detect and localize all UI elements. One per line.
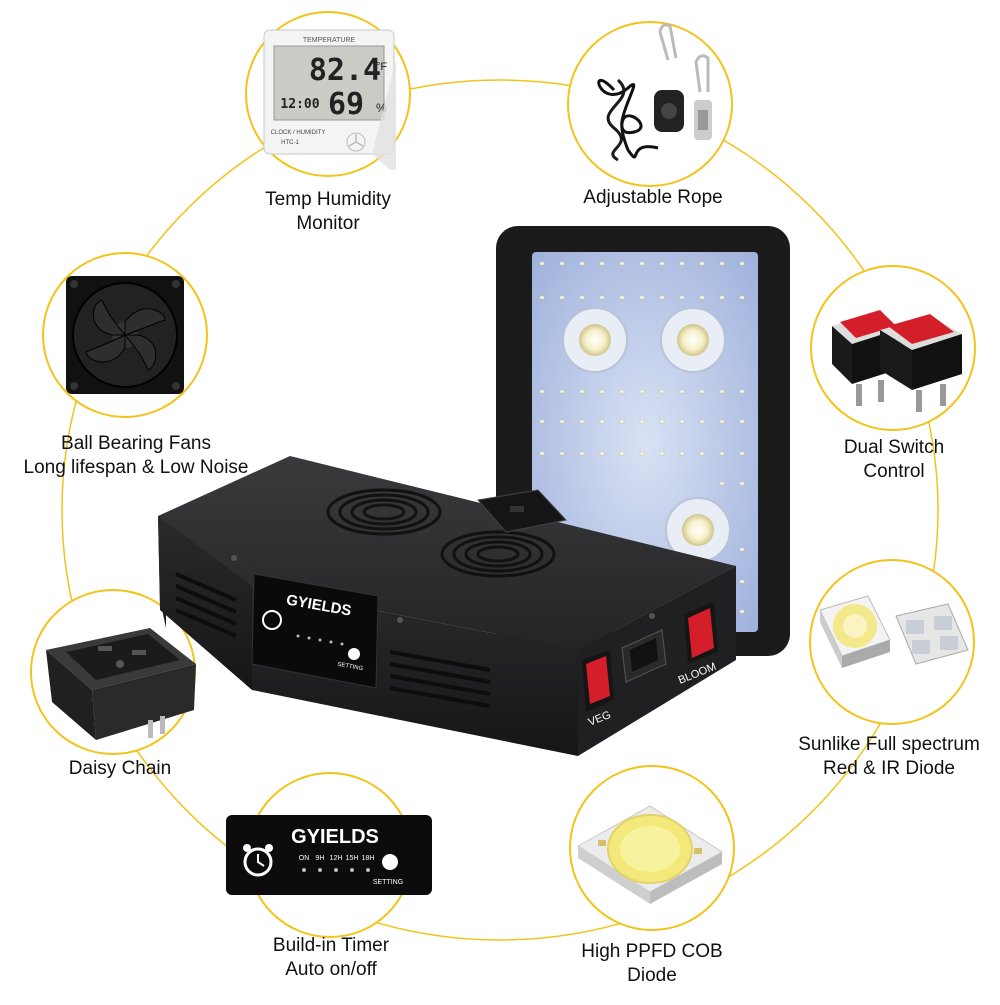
fan-grille-1	[326, 488, 442, 536]
red-switch-icon	[832, 310, 962, 412]
label-timer: Build-in Timer Auto on/off	[236, 934, 426, 982]
front-timer-panel: GYIELDS SETTING	[251, 573, 379, 689]
label-fans-line-1: Ball Bearing Fans	[61, 433, 211, 454]
label-cob-line-1: High PPFD COB	[581, 941, 723, 962]
timer-hour-labels: ON 9H 12H 15H 18H	[299, 855, 375, 862]
timer-hour-0: ON	[299, 855, 310, 862]
thermo-temperature-unit: °F	[376, 61, 387, 73]
cob-chip-top-left	[562, 307, 628, 373]
cob-led-icon	[577, 805, 723, 904]
front-vents	[389, 650, 491, 708]
label-spectrum-line-1: Sunlike Full spectrum	[798, 734, 980, 755]
power-inlet	[621, 629, 667, 683]
label-spectrum: Sunlike Full spectrum Red & IR Diode	[782, 733, 996, 781]
timer-setting-label: SETTING	[373, 879, 403, 886]
label-switch: Dual Switch Control	[806, 436, 982, 484]
label-cob-line-2: Diode	[627, 965, 677, 986]
label-rope: Adjustable Rope	[558, 186, 748, 210]
feature-circle-rope	[567, 21, 733, 187]
thermo-temperature: 82.4	[309, 53, 381, 88]
thermo-model: HTC-1	[281, 140, 299, 146]
label-temp-humidity-line-1: Temp Humidity	[265, 189, 391, 210]
connector-ring	[61, 79, 939, 941]
thermo-hygrometer-icon: TEMPERATURE 82.4 °F 12:00 69 % CLOCK / H…	[263, 29, 396, 170]
cooling-fan-icon	[66, 276, 184, 394]
cob-chip-top-right	[660, 307, 726, 373]
led-dot-grid	[539, 261, 745, 614]
thermo-time: 12:00	[280, 97, 319, 112]
label-spectrum-line-2: Red & IR Diode	[822, 758, 955, 779]
label-cob: High PPFD COB Diode	[556, 940, 748, 988]
smd-led-icon	[819, 595, 969, 668]
side-vents-left	[175, 572, 237, 638]
label-daisy-line-1: Daisy Chain	[68, 758, 172, 779]
timer-panel-icon: GYIELDS ON 9H 12H 15H 18H SETTING	[226, 815, 432, 895]
label-temp-humidity-line-2: Monitor	[296, 213, 360, 234]
power-socket-icon	[46, 628, 196, 740]
timer-brand: GYIELDS	[291, 826, 379, 848]
label-temp-humidity: Temp Humidity Monitor	[228, 188, 428, 236]
thermo-header: TEMPERATURE	[303, 37, 356, 44]
timer-hour-2: 12H	[330, 855, 343, 862]
label-daisy: Daisy Chain	[40, 757, 200, 781]
front-setting-label: SETTING	[337, 662, 364, 672]
fan-grille-2	[440, 530, 556, 578]
label-timer-line-2: Auto on/off	[285, 959, 377, 980]
thermo-humidity: 69	[328, 87, 364, 122]
timer-hour-1: 9H	[316, 855, 325, 862]
label-fans-line-2: Long lifespan & Low Noise	[23, 457, 249, 478]
driver-box: GYIELDS SETTING VEG BLOOM	[158, 456, 736, 756]
timer-hour-3: 15H	[346, 855, 359, 862]
label-rope-line-1: Adjustable Rope	[583, 187, 723, 208]
label-fans: Ball Bearing Fans Long lifespan & Low No…	[5, 432, 267, 480]
label-switch-line-1: Dual Switch	[843, 437, 945, 458]
label-timer-line-1: Build-in Timer	[272, 935, 390, 956]
label-switch-line-2: Control	[863, 461, 925, 482]
veg-switch: VEG	[582, 650, 614, 729]
timer-hour-4: 18H	[362, 855, 375, 862]
thermo-humidity-unit: %	[376, 101, 387, 115]
rope-hanger-icon	[597, 23, 712, 162]
thermo-footer: CLOCK / HUMIDITY	[271, 130, 326, 136]
